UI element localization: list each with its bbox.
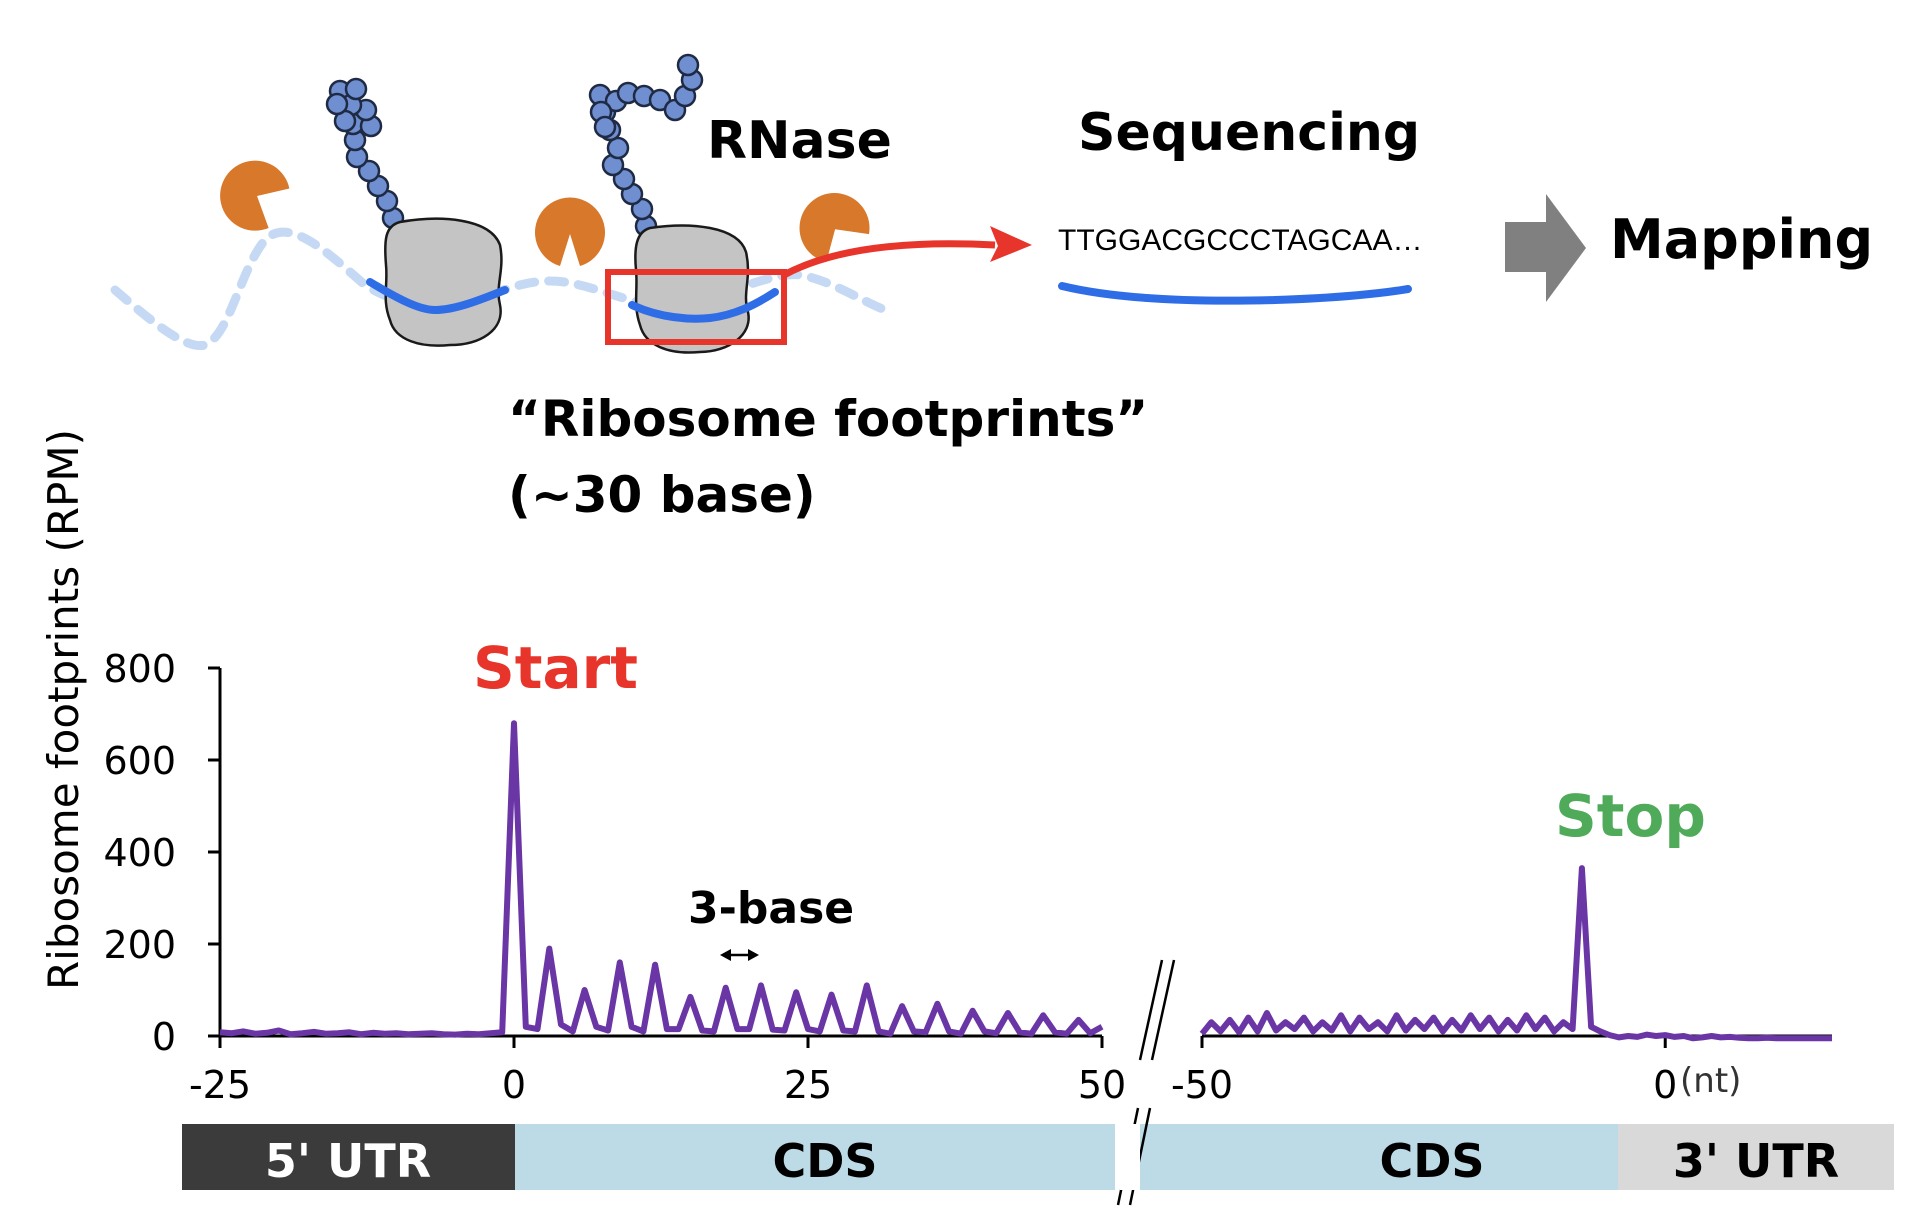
y-tick-label-400: 400: [103, 831, 176, 875]
start-annotation: Start: [473, 634, 638, 702]
start-panel-x-tick-label-25: 25: [784, 1063, 832, 1107]
utr5-label: 5' UTR: [265, 1134, 431, 1188]
y-tick-label-800: 800: [103, 647, 176, 691]
red-curved-arrow: [782, 240, 996, 279]
rnase-enzyme-1: [220, 160, 290, 231]
mapping-arrow-icon: [1505, 194, 1586, 302]
cds-left-label: CDS: [772, 1134, 877, 1188]
stop-panel-x-tick-label-0: 0: [1653, 1063, 1677, 1107]
footprint-trace-start-panel: [219, 720, 1104, 1038]
start-panel-x-tick-label--25: -25: [189, 1063, 251, 1107]
stop-panel-x-tick-label--50: -50: [1171, 1063, 1233, 1107]
rnase-label: RNase: [707, 111, 892, 171]
cds-block-left: [515, 1124, 1115, 1190]
stop-annotation: Stop: [1555, 782, 1706, 850]
mapping-label: Mapping: [1610, 208, 1873, 271]
start-panel-x-tick-label-50: 50: [1078, 1063, 1126, 1107]
utr5-block: [182, 1124, 515, 1190]
footprint-highlight-box: [605, 269, 787, 345]
nascent-peptide-2: [588, 53, 704, 238]
y-tick-label-0: 0: [152, 1015, 176, 1059]
cds-block-right: [1140, 1124, 1618, 1190]
y-axis-label: Ribosome footprints (RPM): [39, 429, 88, 990]
footprints-size-label: (~30 base): [508, 466, 816, 524]
axis-break-mark-2: [1150, 959, 1176, 1061]
utr3-label: 3' UTR: [1673, 1134, 1839, 1188]
sequence-read-text: TTGGACGCCCTAGCAA…: [1058, 224, 1422, 257]
sequenced-read-line: [1058, 282, 1412, 305]
y-tick-label-600: 600: [103, 739, 176, 783]
three-base-annotation: 3-base: [688, 883, 854, 934]
protected-mrna-2: [628, 288, 779, 323]
ribosome-1: [383, 217, 503, 347]
profile-chart: Ribosome footprints (RPM) 0200400600800 …: [39, 429, 1832, 1107]
axis-break-mark-1: [1138, 959, 1164, 1061]
footprints-label: “Ribosome footprints”: [508, 390, 1148, 448]
periodicity-double-arrow-icon: [720, 949, 759, 961]
protected-mrna-1: [366, 278, 509, 315]
footprint-trace-stop-panel: [1199, 865, 1832, 1042]
cds-right-label: CDS: [1379, 1134, 1484, 1188]
start-panel-x-tick-label-0: 0: [502, 1063, 526, 1107]
schematic: RNase Sequencing TTGGACGCCCTAGCAA… Mappi…: [110, 53, 1873, 524]
transcript-region-bar: 5' UTR CDS CDS 3' UTR: [182, 1107, 1894, 1206]
region-break-gap: [1120, 1124, 1140, 1190]
x-axis-ticks: -25 0 25 50 -50 0: [189, 1036, 1677, 1107]
y-axis-ticks: 0 200 400 600 800: [103, 647, 220, 1059]
ribosome-2: [634, 224, 750, 354]
x-unit-label: (nt): [1680, 1061, 1741, 1101]
nascent-peptide-1: [325, 77, 405, 230]
red-arrowhead: [990, 226, 1032, 262]
y-tick-label-200: 200: [103, 923, 176, 967]
sequencing-label: Sequencing: [1078, 103, 1420, 163]
utr3-block: [1618, 1124, 1894, 1190]
rnase-enzyme-2: [534, 197, 605, 266]
rnase-enzyme-3: [799, 193, 870, 263]
